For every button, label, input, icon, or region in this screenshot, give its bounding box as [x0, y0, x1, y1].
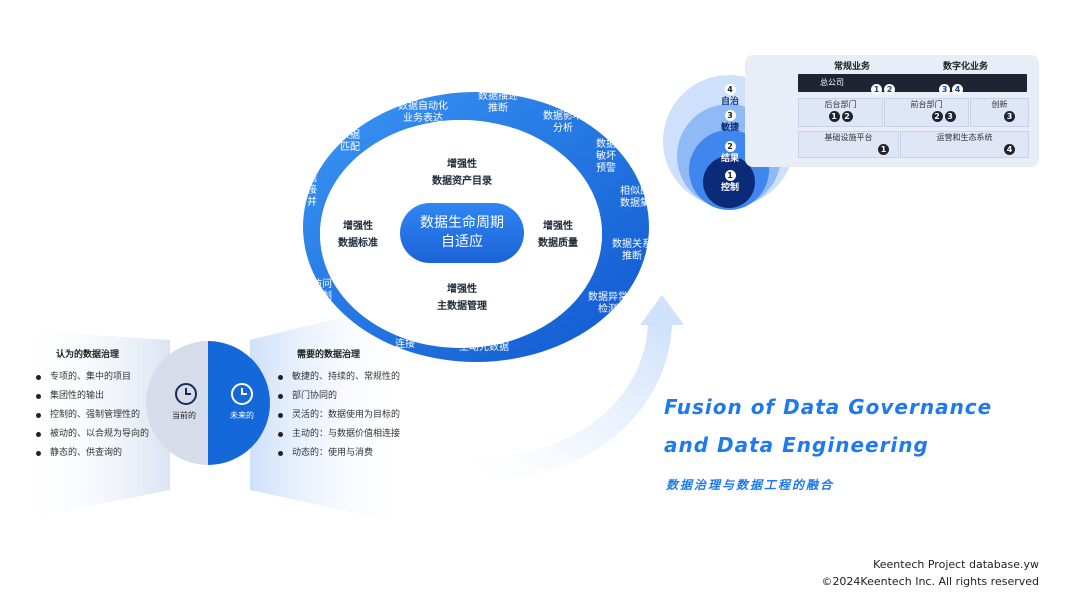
ring-item-relationship-inference: 数据关系推断	[612, 239, 652, 262]
arc-arrow-head	[640, 295, 684, 325]
clock-icon	[231, 383, 253, 405]
left-panel-title: 认为的数据治理	[56, 350, 120, 360]
inner-label-master-data: 增强性主数据管理	[437, 284, 487, 312]
ring-item-access-control: 访问控制	[312, 279, 332, 302]
ring-item-anomaly-detection: 数据异常检测	[588, 292, 628, 315]
arc-arrow	[469, 319, 672, 482]
inner-label-data-quality: 增强性数据质量	[538, 221, 578, 249]
table-header-regular: 常规业务	[834, 62, 871, 72]
ring-item-impact-analysis: 数据影响分析	[543, 111, 583, 134]
future-label: 未来的	[230, 411, 254, 420]
right-funnel	[250, 300, 410, 525]
left-panel-list: 专项的、集中的项目 集团性的输出 控制的、强制管理性的 被动的、以合规为导向的 …	[36, 368, 149, 463]
center-lifecycle-pill: 数据生命周期自适应	[400, 203, 524, 263]
headline-subtitle: 数据治理与数据工程的融合	[666, 478, 835, 492]
ring-item-data-linking: 数据链接合并	[297, 173, 317, 208]
ring-item-data-description: 数据描述推断	[478, 91, 518, 114]
ring-item-data-matching: 数据匹配	[340, 130, 360, 153]
headline-line1: Fusion of Data Governance	[664, 395, 993, 419]
cell-operations-ecosystem: 运营和生态系统 4	[900, 131, 1029, 158]
list-item: 灵活的：数据使用为目标的	[278, 406, 400, 425]
cell-innovation: 创新 3	[970, 98, 1029, 127]
cell-infrastructure: 基础设施平台 1	[798, 131, 899, 158]
table-header-digital: 数字化业务	[943, 62, 989, 72]
list-item: 控制的、强制管理性的	[36, 406, 149, 425]
inner-label-data-standards: 增强性数据标准	[338, 221, 378, 249]
ring-item-pipeline-connection: 管道连接	[395, 327, 415, 350]
inner-label-asset-catalog: 增强性数据资产目录	[432, 159, 492, 187]
footer-copyright: ©2024Keentech Inc. All rights reserved	[821, 575, 1039, 588]
current-half-circle	[146, 341, 208, 465]
ring-item-similar-datasets: 相似的数据集	[620, 186, 650, 209]
list-item: 集团性的输出	[36, 387, 149, 406]
right-panel-list: 敏捷的、持续的、常规性的 部门协同的 灵活的：数据使用为目标的 主动的：与数据价…	[278, 368, 400, 463]
headline-line2: and Data Engineering	[664, 433, 929, 457]
ring-item-active-metadata: 主动元数据	[459, 342, 509, 353]
list-item: 动态的：使用与消费	[278, 444, 400, 463]
left-funnel	[20, 330, 170, 520]
list-item: 被动的、以合规为导向的	[36, 425, 149, 444]
ring-item-data-warning: 数据敏坏预警	[596, 139, 616, 174]
ring-item-business-expression: 数据自动化业务表达	[398, 101, 448, 124]
list-item: 敏捷的、持续的、常规性的	[278, 368, 400, 387]
right-panel-title: 需要的数据治理	[297, 350, 361, 360]
list-item: 主动的：与数据价值相连接	[278, 425, 400, 444]
list-item: 部门协同的	[278, 387, 400, 406]
level-circle-1	[703, 156, 755, 208]
clock-icon	[175, 383, 197, 405]
current-label: 当前的	[172, 411, 196, 420]
list-item: 专项的、集中的项目	[36, 368, 149, 387]
list-item: 静态的、供查询的	[36, 444, 149, 463]
footer-project: Keentech Project database.yw	[873, 558, 1039, 571]
